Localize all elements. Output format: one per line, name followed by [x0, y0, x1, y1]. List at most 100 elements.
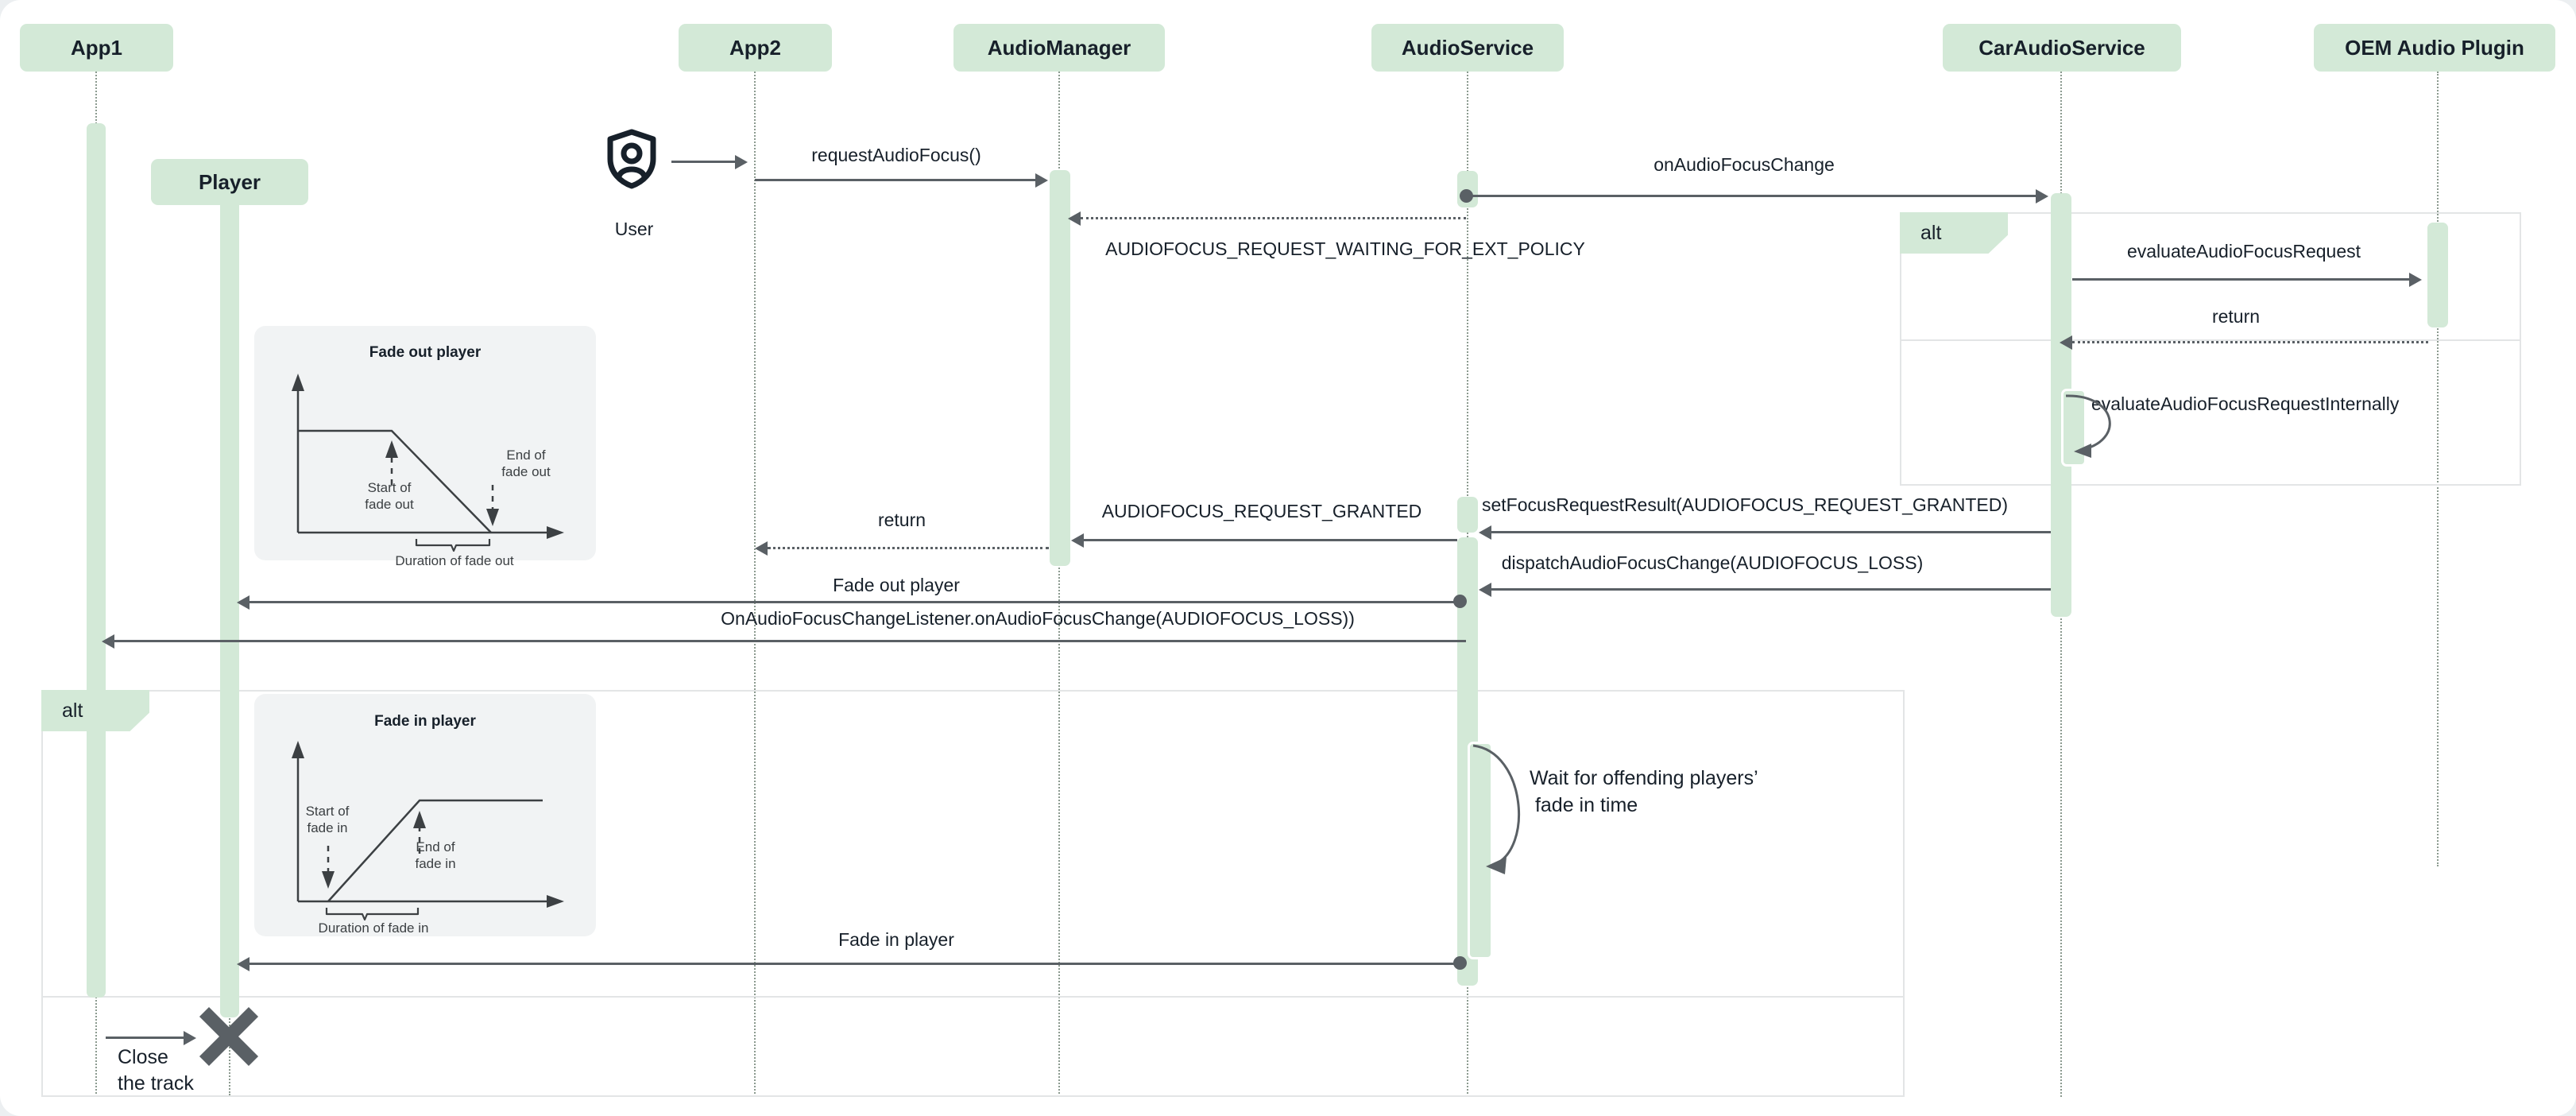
participant-audiomanager[interactable]: AudioManager	[953, 24, 1165, 72]
self-message-arc-eval-internally	[2063, 389, 2150, 461]
wait-fade-in-line1: Wait for offending players’	[1530, 767, 1758, 789]
note-fade-in-start-label: Start of fade in	[306, 803, 350, 837]
participant-label: CarAudioService	[1978, 35, 2145, 60]
message-label-on-focus-change: onAudioFocusChange	[1654, 154, 1835, 175]
message-line-set-focus-result	[1491, 531, 2051, 533]
user-shield-icon	[605, 129, 658, 189]
fragment-alt-right-divider	[1900, 339, 2520, 341]
found-message-dot-fade-in	[1453, 956, 1467, 970]
participant-app1[interactable]: App1	[20, 24, 173, 72]
label-line1: End of	[506, 448, 546, 463]
participant-app2[interactable]: App2	[679, 24, 832, 72]
activation-audioservice-nested	[1468, 742, 1493, 959]
arrowhead-eval-request	[2409, 273, 2422, 287]
arrowhead-dispatch-loss	[1479, 583, 1491, 597]
note-fade-out-start-label: Start of fade out	[365, 479, 413, 513]
message-label-dispatch-loss: dispatchAudioFocusChange(AUDIOFOCUS_LOSS…	[1501, 552, 1924, 573]
arrowhead-fade-out-player	[237, 595, 249, 610]
note-fade-in-end-label: End of fade in	[415, 839, 455, 873]
activation-audioservice-2	[1457, 497, 1478, 533]
message-line-granted	[1084, 539, 1457, 541]
participant-label: App2	[729, 35, 781, 60]
message-line-eval-return	[2072, 341, 2428, 343]
message-label-fade-out-player: Fade out player	[833, 575, 960, 595]
lifeline-oemplugin	[2437, 72, 2439, 866]
message-line-return-app2	[768, 547, 1049, 549]
participant-audioservice[interactable]: AudioService	[1371, 24, 1564, 72]
participant-label: OEM Audio Plugin	[2345, 35, 2524, 60]
participant-player[interactable]: Player	[151, 159, 308, 205]
actor-label-user: User	[614, 219, 654, 239]
message-line-user-to-app2	[671, 161, 737, 163]
participant-label: Player	[198, 169, 261, 194]
message-label-waiting-ext-policy: AUDIOFOCUS_REQUEST_WAITING_FOR_EXT_POLIC…	[1105, 238, 1585, 259]
arrowhead-request-focus	[1035, 173, 1048, 188]
label-line1: Start of	[367, 480, 412, 495]
note-fade-out-title: Fade out player	[369, 344, 482, 361]
label-line1: Start of	[305, 804, 350, 819]
arrowhead-listener-loss	[102, 634, 114, 649]
self-message-arc-wait-fade-in	[1468, 738, 1564, 881]
message-label-granted: AUDIOFOCUS_REQUEST_GRANTED	[1101, 501, 1422, 521]
fragment-alt-right	[1900, 212, 2521, 486]
participant-label: App1	[71, 35, 122, 60]
note-fade-in-title: Fade in player	[374, 713, 476, 730]
fragment-label-text: alt	[1920, 221, 1942, 244]
label-line2: fade in	[307, 820, 348, 836]
arrowhead-granted	[1071, 533, 1084, 548]
participant-caraudioservice[interactable]: CarAudioService	[1943, 24, 2181, 72]
message-line-close-track	[106, 1037, 185, 1039]
label-line2: fade out	[501, 464, 551, 480]
fade-out-chart	[269, 358, 582, 552]
arrowhead-user-to-app2	[735, 155, 748, 169]
message-label-wait-fade-in: Wait for offending players’ fade in time	[1530, 765, 1758, 820]
lifeline-audiomanager	[1058, 72, 1060, 1097]
message-label-return-app2: return	[877, 510, 926, 530]
close-track-line2: the track	[118, 1071, 194, 1095]
activation-app1	[87, 123, 106, 998]
close-track-line1: Close	[118, 1046, 168, 1068]
participant-label: AudioManager	[987, 35, 1131, 60]
participant-label: AudioService	[1401, 35, 1534, 60]
arrowhead-close-track	[184, 1031, 196, 1045]
message-line-on-focus-change	[1472, 195, 2037, 197]
message-label-eval-request: evaluateAudioFocusRequest	[2126, 241, 2361, 262]
activation-audiomanager	[1050, 170, 1070, 566]
message-label-request-focus: requestAudioFocus()	[811, 145, 981, 165]
message-label-set-focus-result: setFocusRequestResult(AUDIOFOCUS_REQUEST…	[1481, 494, 2009, 515]
message-label-fade-in-player: Fade in player	[838, 929, 954, 950]
note-fade-out-player	[254, 326, 596, 560]
note-fade-out-end-label: End of fade out	[501, 447, 550, 481]
note-fade-in-duration-label: Duration of fade in	[318, 920, 429, 936]
participant-oemplugin[interactable]: OEM Audio Plugin	[2314, 24, 2555, 72]
found-message-dot-fade-out	[1453, 595, 1467, 608]
message-line-listener-loss	[113, 640, 1466, 642]
found-message-dot-on-focus-change	[1460, 189, 1473, 203]
arrowhead-eval-return	[2060, 335, 2072, 350]
label-line1: End of	[416, 839, 455, 854]
wait-fade-in-line2: fade in time	[1530, 793, 1638, 816]
destroy-x-icon	[199, 1006, 259, 1067]
lifeline-app2	[754, 72, 756, 1097]
message-label-eval-internally: evaluateAudioFocusRequestInternally	[2091, 393, 2400, 414]
message-label-listener-loss: OnAudioFocusChangeListener.onAudioFocusC…	[721, 608, 1355, 629]
message-line-dispatch-loss	[1491, 588, 2051, 591]
message-line-waiting-ext-policy	[1081, 217, 1466, 219]
fragment-alt-right-label[interactable]: alt	[1900, 212, 2008, 254]
arrowhead-return-app2	[755, 541, 768, 556]
note-fade-in-player	[254, 694, 596, 936]
label-line2: fade out	[365, 497, 414, 513]
message-label-eval-return: return	[2211, 306, 2261, 327]
arrowhead-waiting-ext-policy	[1068, 211, 1081, 226]
fragment-alt-left	[41, 690, 1905, 1097]
fragment-label-text: alt	[62, 699, 83, 722]
arrowhead-set-focus-result	[1479, 525, 1491, 540]
message-line-eval-request	[2072, 278, 2411, 281]
fade-in-chart	[269, 725, 582, 924]
fragment-alt-left-divider	[41, 996, 1903, 998]
message-line-request-focus	[755, 179, 1037, 181]
arrowhead-on-focus-change	[2036, 189, 2048, 203]
label-line2: fade in	[415, 856, 456, 872]
